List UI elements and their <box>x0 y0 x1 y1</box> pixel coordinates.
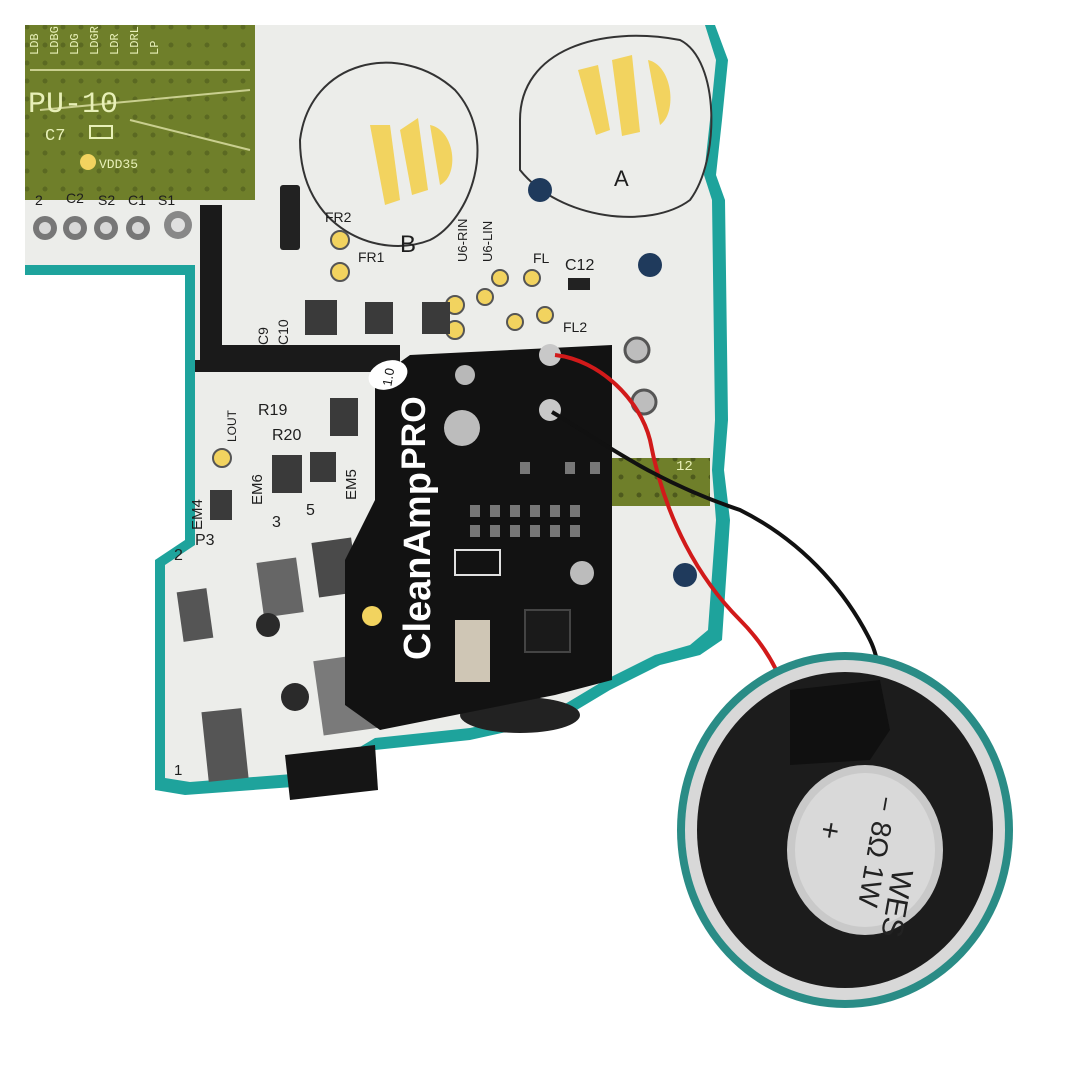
button-a-label: A <box>614 166 629 191</box>
fr1-label: FR1 <box>358 249 385 265</box>
u6-lin-label: U6-LIN <box>480 221 495 262</box>
fr2-label: FR2 <box>325 209 352 225</box>
lcd-pin-label: LDR <box>108 33 122 55</box>
lcd-pin-label: LDG <box>68 33 82 55</box>
button-a-area: A <box>519 34 713 218</box>
lcd-pin-label: LDB <box>28 33 42 55</box>
s1-label: S1 <box>158 192 175 208</box>
mounting-hole <box>673 563 697 587</box>
c7-label: C7 <box>45 127 65 146</box>
num-1-label: 1 <box>174 762 182 779</box>
component-pad <box>272 455 302 493</box>
pin-number-label: 2 <box>35 192 43 208</box>
num-5-label: 5 <box>306 502 315 519</box>
solder-tab <box>176 588 214 642</box>
component-pad <box>305 300 337 335</box>
c12-label: C12 <box>565 257 594 274</box>
amp-edition-label: PRO <box>395 396 433 470</box>
button-b-area: B <box>298 61 479 258</box>
em6-label: EM6 <box>249 474 266 505</box>
pcb-via <box>281 683 309 711</box>
num-2-label: 2 <box>174 547 183 564</box>
board-revision-label: PU-10 <box>28 88 118 122</box>
mounting-hole <box>528 178 552 202</box>
lcd-pin-label: LDRL <box>128 26 142 55</box>
em4-label: EM4 <box>189 499 206 530</box>
amp-version-label: 1.0 <box>379 367 397 387</box>
solder-tab <box>201 708 249 782</box>
component-pad <box>310 452 336 482</box>
fl2-label: FL2 <box>563 319 587 335</box>
speaker: WES 8Ω 1W + − <box>677 652 1013 1008</box>
c2-label: C2 <box>66 190 84 206</box>
r19-label: R19 <box>258 402 287 419</box>
solder-tab <box>256 557 304 618</box>
switch-component <box>280 185 300 250</box>
button-b-label: B <box>400 231 416 258</box>
s2-label: S2 <box>98 192 115 208</box>
mounting-hole <box>638 253 662 277</box>
p3-label: P3 <box>195 532 215 549</box>
speaker-plus-label: + <box>812 819 848 842</box>
speaker-wire-red <box>554 353 792 721</box>
amp-capacitor <box>455 620 490 682</box>
lout-label: LOUT <box>225 409 239 442</box>
speaker-minus-label: − <box>869 794 901 814</box>
c1-label: C1 <box>128 192 146 208</box>
num-3-label: 3 <box>272 514 281 531</box>
c10-label: C10 <box>275 319 291 345</box>
amp-brand-label: CleanAmp <box>397 472 439 660</box>
ribbon-trace <box>195 205 400 372</box>
headphone-jack <box>285 745 378 800</box>
pcb-via <box>256 613 280 637</box>
component-pad <box>422 302 450 334</box>
num-12-label: 12 <box>676 459 693 475</box>
c9-label: C9 <box>255 327 271 345</box>
em5-label: EM5 <box>343 469 360 500</box>
lcd-pin-label: LP <box>148 41 162 55</box>
cleanamp-pro-board: 1.0 CleanAmp PRO <box>345 344 612 730</box>
header-pins: 2 C2 S2 C1 S1 <box>33 190 192 240</box>
fl-label: FL <box>533 250 550 266</box>
r20-label: R20 <box>272 427 301 444</box>
lcd-connector-area: LDB LDBG LDG LDGR LDR LDRL LP PU-10 C7 V… <box>25 25 255 200</box>
lcd-pin-label: LDBG <box>48 26 62 55</box>
amp-chip <box>524 609 571 653</box>
component-pad <box>365 302 393 334</box>
lcd-pin-label: LDGR <box>88 26 102 55</box>
u6-rin-label: U6-RIN <box>455 219 470 262</box>
vdd35-label: VDD35 <box>99 157 138 172</box>
